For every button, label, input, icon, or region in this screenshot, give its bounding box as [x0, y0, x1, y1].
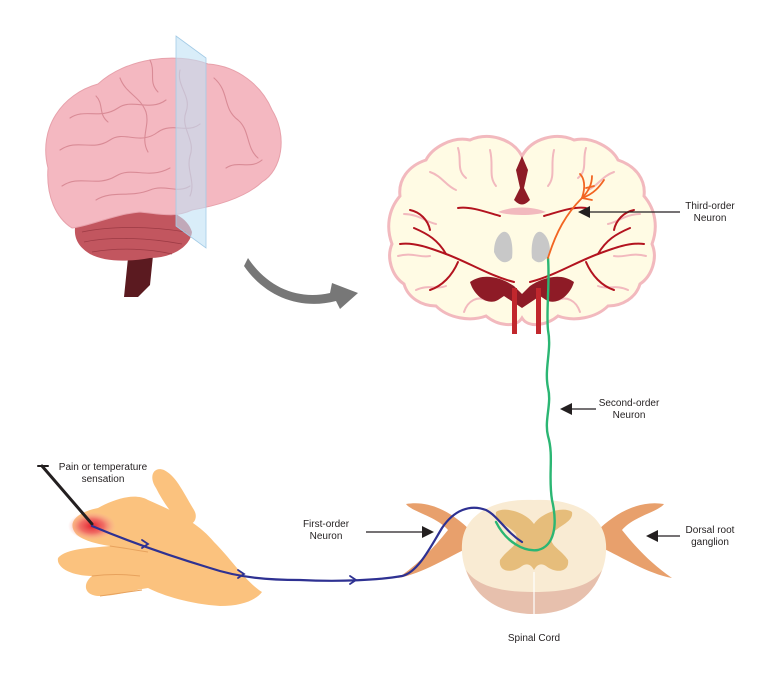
spinal-cord — [398, 499, 672, 614]
label-dorsal-root-ganglion: Dorsal root ganglion — [646, 525, 735, 548]
second-order-label-line1: Second-order — [599, 398, 660, 409]
first-order-neuron — [90, 506, 524, 582]
hand-illustration — [37, 464, 262, 606]
cerebrum — [45, 57, 282, 229]
lateral-ventricle-left — [494, 231, 513, 263]
pin-needle-icon — [37, 464, 94, 526]
second-order-label-line2: Neuron — [613, 410, 646, 421]
dorsal-root-label-line1: Dorsal root — [686, 525, 735, 536]
pointer-arrow-icon — [560, 403, 596, 415]
internal-capsule-left — [512, 288, 517, 334]
longitudinal-fissure — [514, 156, 530, 205]
label-second-order: Second-order Neuron — [560, 398, 660, 421]
brain-illustration — [45, 35, 282, 297]
dorsal-root-label-line2: ganglion — [691, 537, 729, 548]
third-order-label-line1: Third-order — [685, 201, 735, 212]
pain-label-line2: sensation — [82, 474, 125, 485]
spinal-cord-label: Spinal Cord — [508, 633, 560, 644]
coronal-section-outline — [387, 135, 657, 326]
label-first-order: First-order Neuron — [303, 519, 434, 542]
corpus-callosum — [498, 207, 546, 215]
grey-matter — [495, 509, 573, 571]
pain-label-line1: Pain or temperature — [59, 462, 148, 473]
curved-arrow-icon — [244, 258, 358, 309]
first-order-direction-arrows — [141, 539, 358, 585]
third-order-label-line2: Neuron — [694, 213, 727, 224]
internal-capsule-right — [536, 288, 541, 334]
pointer-arrow-icon — [578, 206, 680, 218]
thumb — [152, 469, 196, 525]
third-order-neuron — [547, 173, 605, 259]
first-order-label-line1: First-order — [303, 519, 350, 530]
label-pain-sensation: Pain or temperature sensation — [59, 462, 148, 485]
coronal-brain-section — [387, 135, 657, 334]
coronal-plane — [175, 35, 207, 249]
pointer-arrow-icon — [366, 526, 434, 538]
first-order-label-line2: Neuron — [310, 531, 343, 542]
lateral-ventricle-right — [531, 231, 550, 263]
second-order-neuron — [494, 256, 556, 552]
label-third-order: Third-order Neuron — [578, 201, 735, 224]
dorsal-root-ganglion-left — [398, 503, 472, 578]
dorsal-root-ganglion-right — [596, 503, 672, 578]
pointer-arrow-icon — [646, 530, 680, 542]
